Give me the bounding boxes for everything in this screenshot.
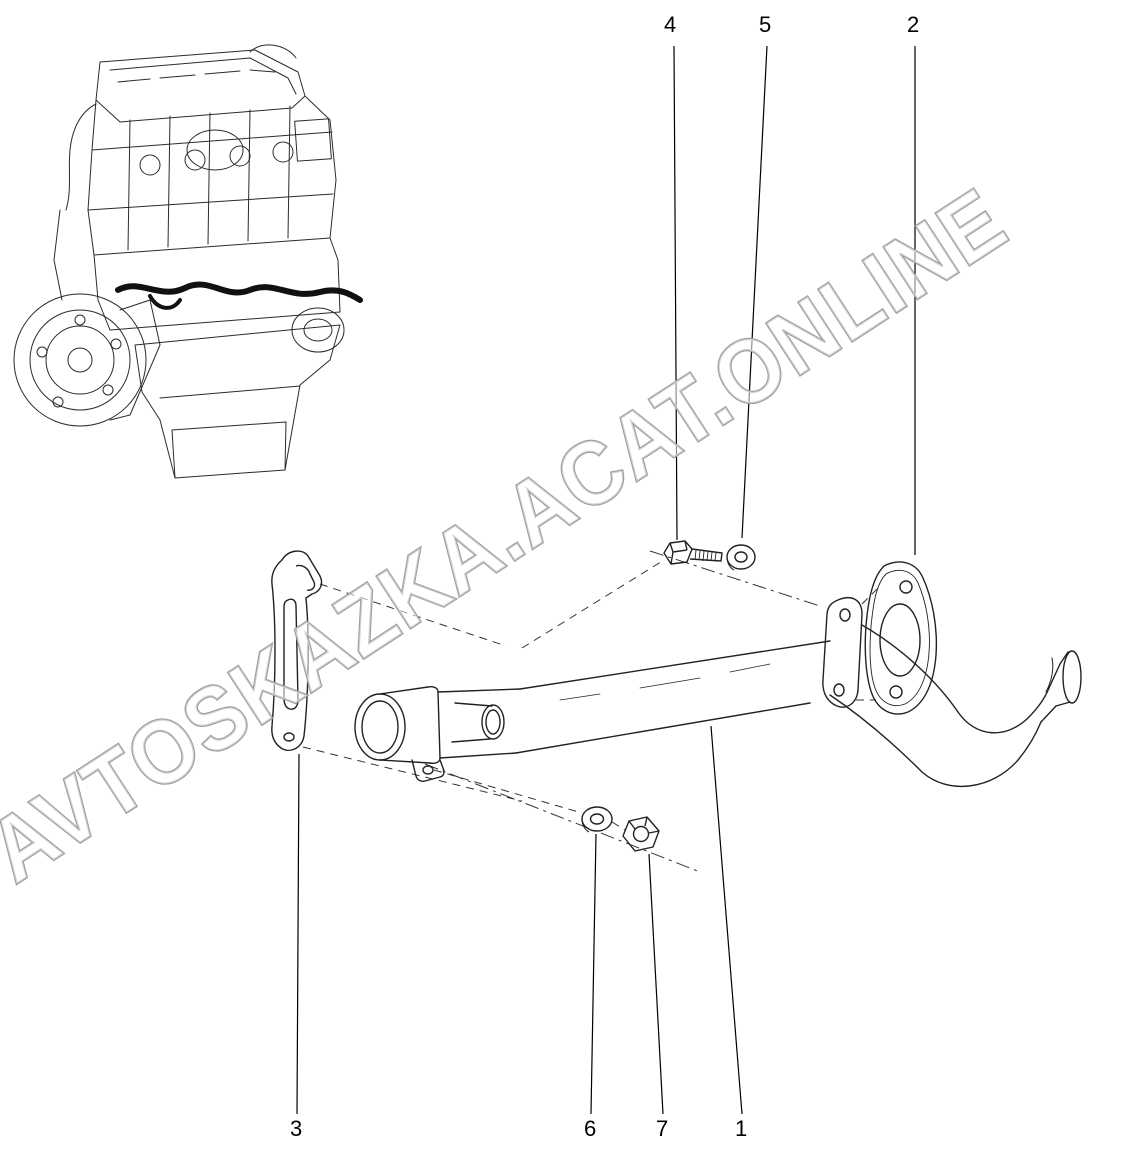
leader-line-7 <box>648 853 664 1115</box>
callout-2[interactable]: 2 <box>907 12 920 37</box>
callout-6[interactable]: 6 <box>584 1116 597 1141</box>
leader-line-3 <box>296 753 300 1115</box>
callout-7[interactable]: 7 <box>656 1116 669 1141</box>
callout-1[interactable]: 1 <box>735 1116 748 1141</box>
part-washer-lower-drawing <box>581 806 613 833</box>
engine-thumbnail-drawing <box>13 44 363 479</box>
part-gasket-drawing <box>864 561 938 715</box>
leader-line-1 <box>710 725 743 1115</box>
leader-line-6 <box>590 833 597 1115</box>
part-bracket-drawing <box>271 550 323 752</box>
leader-lines <box>296 45 916 1115</box>
part-washer-upper-drawing <box>726 544 756 571</box>
callout-3[interactable]: 3 <box>290 1116 303 1141</box>
part-pipe-drawing <box>354 596 1082 787</box>
part-bolt-drawing <box>663 540 723 565</box>
construction-lines <box>302 550 883 873</box>
part-nut-drawing <box>622 816 660 852</box>
leader-line-5 <box>741 45 768 539</box>
watermark-text: AVTOSKAZKA.ACAT.ONLINE <box>0 170 1024 902</box>
callout-5[interactable]: 5 <box>759 12 772 37</box>
callout-4[interactable]: 4 <box>664 12 677 37</box>
leader-line-4 <box>673 45 678 541</box>
